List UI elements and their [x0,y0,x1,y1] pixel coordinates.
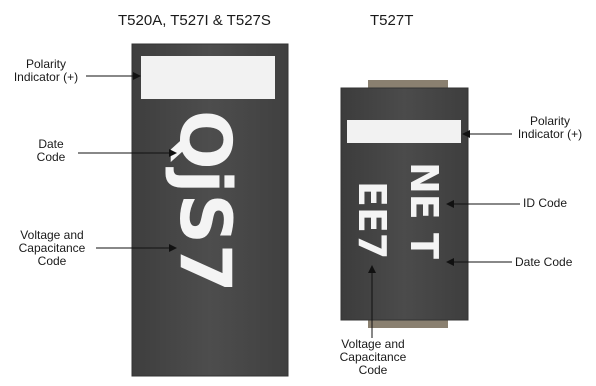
left-polarity-band [141,56,275,99]
left-date-code-label-line2: Code [36,150,66,164]
left-voltage-code-label-line2: Capacitance [18,241,86,255]
left-voltage-code-label: Voltage and Capacitance Code [8,229,96,268]
right-polarity-label-line1: Polarity [529,114,570,128]
right-marking-line1: NE T [402,162,446,259]
right-voltage-code-label: Voltage and Capacitance Code [328,338,418,377]
left-date-code-label-line1: Date [38,137,64,151]
right-title: T527T [370,12,414,29]
left-polarity-label-line2: Indicator (+) [13,70,79,84]
right-voltage-code-label-line1: Voltage and [341,337,405,351]
right-voltage-code-label-line3: Code [358,363,388,377]
right-top-terminal [368,80,448,88]
right-date-code-label: Date Code [515,255,573,269]
left-marking-text: QjS7 [164,110,246,293]
left-polarity-label: Polarity Indicator (+) [6,58,86,84]
right-polarity-band [347,120,461,143]
left-voltage-code-label-line1: Voltage and [20,228,84,242]
left-polarity-label-line1: Polarity [25,57,66,71]
left-title: T520A, T527I & T527S [118,12,271,29]
right-polarity-label: Polarity Indicator (+) [508,115,592,141]
left-voltage-code-label-line3: Code [37,254,67,268]
left-date-code-label: Date Code [30,138,72,164]
right-id-code-label: ID Code [523,196,568,210]
right-marking-line2: EE7 [350,181,394,259]
right-bottom-terminal [368,320,448,328]
right-polarity-label-line2: Indicator (+) [517,127,583,141]
left-capacitor-body [131,43,289,377]
right-voltage-code-label-line2: Capacitance [339,350,407,364]
